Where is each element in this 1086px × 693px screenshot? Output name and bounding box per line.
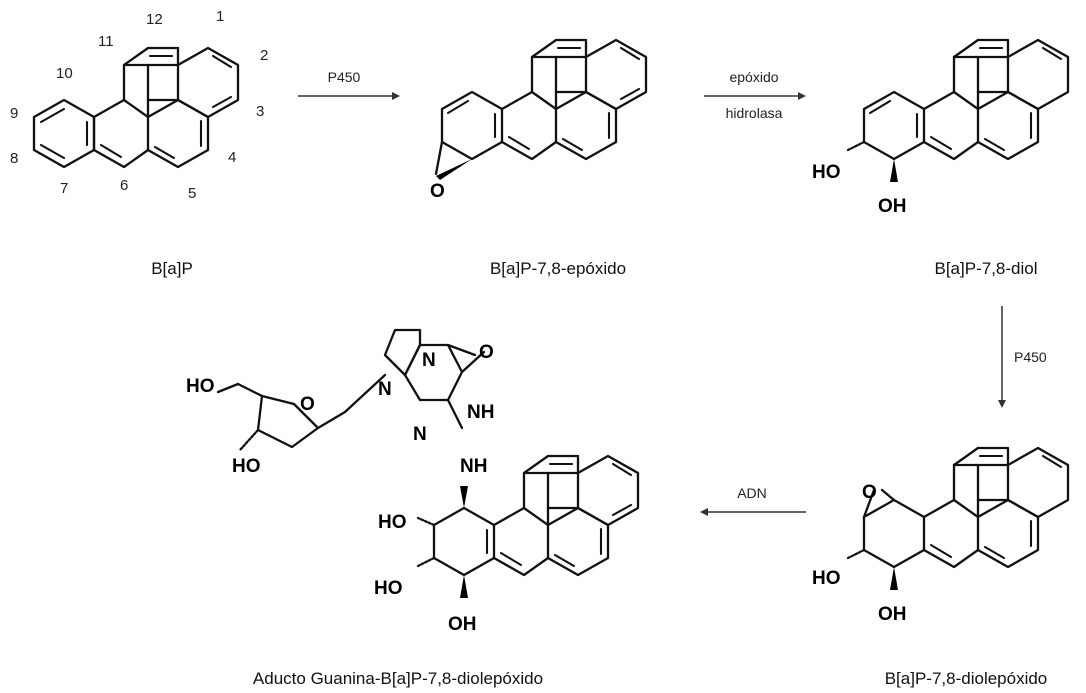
atom-number-2: 2 [260,47,268,64]
atom-o-sugar: O [300,394,315,415]
atom-ho-adduct-8: HO [374,578,403,599]
arrow-step2 [704,92,806,100]
atom-number-11: 11 [98,33,114,50]
atom-n-3: N [413,424,427,445]
atom-number-8: 8 [10,150,18,167]
atom-number-10: 10 [56,65,73,82]
atom-n-7: N [422,350,436,371]
atom-number-6: 6 [120,177,128,194]
label-diol: B[a]P-7,8-diol [935,259,1038,278]
atom-ho-adduct-9: HO [378,512,407,533]
atom-ho-diolepoxide: HO [812,568,841,589]
atom-oh-diolepoxide: OH [878,604,907,625]
atom-ho-sugar-5: HO [186,376,215,397]
atom-oh-adduct-7: OH [448,614,477,635]
atom-o-carbonyl: O [479,342,494,363]
structure-diolepoxide [846,446,1070,590]
label-adduct: Aducto Guanina-B[a]P-7,8-diolepóxido [253,669,543,688]
reagent-p450-1: P450 [328,69,361,85]
label-bap: B[a]P [151,259,193,278]
reagent-p450-2: P450 [1014,349,1047,365]
atom-number-5: 5 [188,185,196,202]
arrow-step3 [998,306,1006,408]
atom-oh-diol: OH [878,196,907,217]
atom-number-7: 7 [60,180,68,197]
arrow-step1 [298,92,400,100]
atom-number-9: 9 [10,105,18,122]
atom-n-9: N [378,379,392,400]
atom-o-diolepoxide: O [862,482,877,503]
label-diolepoxide: B[a]P-7,8-diolepóxido [885,669,1048,688]
atom-ho-diol: HO [812,162,841,183]
structure-diol [846,38,1070,182]
atom-number-3: 3 [256,103,264,120]
structure-epoxide [434,38,648,180]
atom-nh-exocyclic: NH [460,456,487,477]
atom-ho-sugar-3: HO [232,456,261,477]
reagent-epoxide-hydrolase-1: epóxido [729,69,778,85]
structure-bap: 1 2 3 4 5 6 7 8 9 10 11 12 [10,8,268,202]
reagent-adn: ADN [737,485,767,501]
atom-number-1: 1 [216,8,224,25]
atom-number-4: 4 [228,149,236,166]
structure-adduct [216,328,640,598]
label-epoxide: B[a]P-7,8-epóxido [490,259,626,278]
arrow-step4 [700,508,806,516]
reagent-epoxide-hydrolase-2: hidrolasa [726,105,783,121]
atom-o-epoxide: O [430,181,445,202]
atom-number-12: 12 [146,11,163,28]
atom-nh-1: NH [467,402,494,423]
